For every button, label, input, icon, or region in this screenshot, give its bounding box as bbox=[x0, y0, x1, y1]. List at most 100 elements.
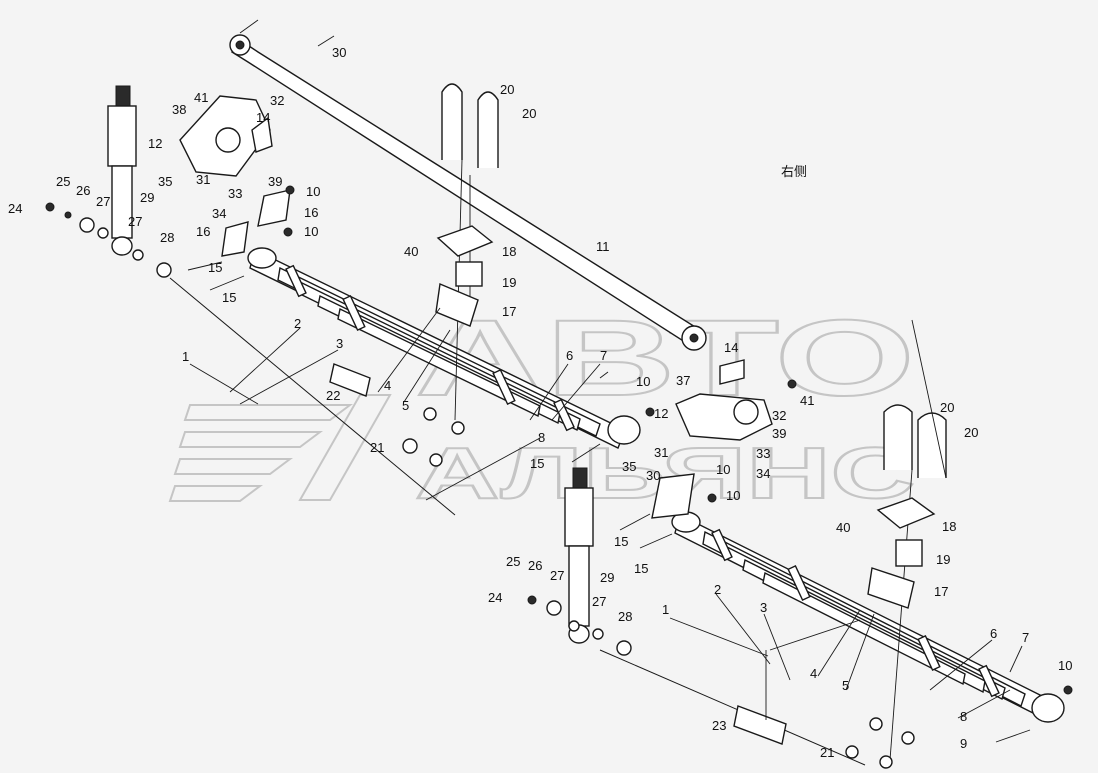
callout: 27 bbox=[592, 594, 606, 609]
callout: 28 bbox=[618, 609, 632, 624]
callout: 16 bbox=[196, 224, 210, 239]
callout: 31 bbox=[654, 445, 668, 460]
callout: 21 bbox=[820, 745, 834, 760]
watermark-logo-icon bbox=[168, 394, 392, 502]
callout: 19 bbox=[502, 275, 516, 290]
left-tube bbox=[329, 363, 371, 397]
callout: 8 bbox=[960, 709, 967, 724]
callout: 10 bbox=[306, 184, 320, 199]
callout: 27 bbox=[128, 214, 142, 229]
stabilizer-bar bbox=[229, 19, 707, 351]
callout: 37 bbox=[676, 373, 690, 388]
callout: 34 bbox=[212, 206, 226, 221]
callout: 10 bbox=[1058, 658, 1072, 673]
callout: 29 bbox=[600, 570, 614, 585]
bolts bbox=[187, 35, 1031, 743]
callout: 40 bbox=[836, 520, 850, 535]
callout: 27 bbox=[550, 568, 564, 583]
callout: 4 bbox=[384, 378, 391, 393]
callout: 12 bbox=[148, 136, 162, 151]
callout: 12 bbox=[654, 406, 668, 421]
callout: 3 bbox=[336, 336, 343, 351]
callout: 20 bbox=[522, 106, 536, 121]
callout: 35 bbox=[158, 174, 172, 189]
right-callouts: 14 37 41 32 39 33 34 31 35 30 10 10 20 2… bbox=[488, 340, 1072, 760]
callout: 6 bbox=[990, 626, 997, 641]
callout: 22 bbox=[326, 388, 340, 403]
callout: 33 bbox=[756, 446, 770, 461]
callout: 19 bbox=[936, 552, 950, 567]
callout: 25 bbox=[56, 174, 70, 189]
callout: 23 bbox=[712, 718, 726, 733]
callout: 24 bbox=[8, 201, 22, 216]
callout: 27 bbox=[96, 194, 110, 209]
callout: 41 bbox=[194, 90, 208, 105]
callout: 15 bbox=[222, 290, 236, 305]
callout: 2 bbox=[714, 582, 721, 597]
left-callouts: 30 32 41 38 14 20 20 12 35 31 33 39 34 1… bbox=[8, 45, 668, 471]
callout: 1 bbox=[182, 349, 189, 364]
callout: 6 bbox=[566, 348, 573, 363]
callout: 30 bbox=[646, 468, 660, 483]
callout: 20 bbox=[964, 425, 978, 440]
left-axle-line bbox=[169, 277, 456, 516]
callout: 41 bbox=[800, 393, 814, 408]
callout: 17 bbox=[934, 584, 948, 599]
callout: 15 bbox=[634, 561, 648, 576]
callout: 39 bbox=[268, 174, 282, 189]
callout: 15 bbox=[530, 456, 544, 471]
callout: 15 bbox=[208, 260, 222, 275]
right-shock-absorber bbox=[564, 467, 594, 644]
callout: 20 bbox=[940, 400, 954, 415]
callout: 10 bbox=[304, 224, 318, 239]
callout: 10 bbox=[726, 488, 740, 503]
callout: 15 bbox=[614, 534, 628, 549]
callout: 20 bbox=[500, 82, 514, 97]
callout: 24 bbox=[488, 590, 502, 605]
callout: 18 bbox=[502, 244, 516, 259]
callout: 25 bbox=[506, 554, 520, 569]
callout: 17 bbox=[502, 304, 516, 319]
callout: 28 bbox=[160, 230, 174, 245]
callout: 14 bbox=[724, 340, 738, 355]
callout: 16 bbox=[304, 205, 318, 220]
callout: 11 bbox=[596, 239, 610, 254]
right-leaf-spring bbox=[671, 511, 1065, 723]
callout: 7 bbox=[600, 348, 607, 363]
callout: 26 bbox=[528, 558, 542, 573]
callout: 38 bbox=[172, 102, 186, 117]
callout: 1 bbox=[662, 602, 669, 617]
callout: 33 bbox=[228, 186, 242, 201]
callout: 39 bbox=[772, 426, 786, 441]
callout: 10 bbox=[636, 374, 650, 389]
callout: 9 bbox=[960, 736, 967, 751]
side-label: 右侧 bbox=[781, 165, 807, 180]
callout: 30 bbox=[332, 45, 346, 60]
callout: 21 bbox=[370, 440, 384, 455]
leader-lines bbox=[189, 307, 1011, 719]
left-spring-seat bbox=[435, 225, 494, 327]
callout: 10 bbox=[716, 462, 730, 477]
right-spring-seat bbox=[867, 497, 936, 609]
callout: 29 bbox=[140, 190, 154, 205]
callout: 14 bbox=[256, 110, 270, 125]
callout: 3 bbox=[760, 600, 767, 615]
left-shock-absorber bbox=[107, 85, 137, 256]
callout: 32 bbox=[270, 93, 284, 108]
callout: 7 bbox=[1022, 630, 1029, 645]
callout: 4 bbox=[810, 666, 817, 681]
right-axle-line bbox=[599, 649, 866, 766]
left-front-bracket bbox=[179, 95, 291, 257]
callout: 2 bbox=[294, 316, 301, 331]
callout: 31 bbox=[196, 172, 210, 187]
right-u-bolts bbox=[883, 319, 947, 761]
right-front-bracket bbox=[651, 359, 773, 519]
callout: 18 bbox=[942, 519, 956, 534]
right-tube bbox=[733, 619, 861, 745]
hardware bbox=[45, 185, 1073, 769]
callout: 5 bbox=[402, 398, 409, 413]
callout: 35 bbox=[622, 459, 636, 474]
callout: 5 bbox=[842, 678, 849, 693]
callout: 8 bbox=[538, 430, 545, 445]
